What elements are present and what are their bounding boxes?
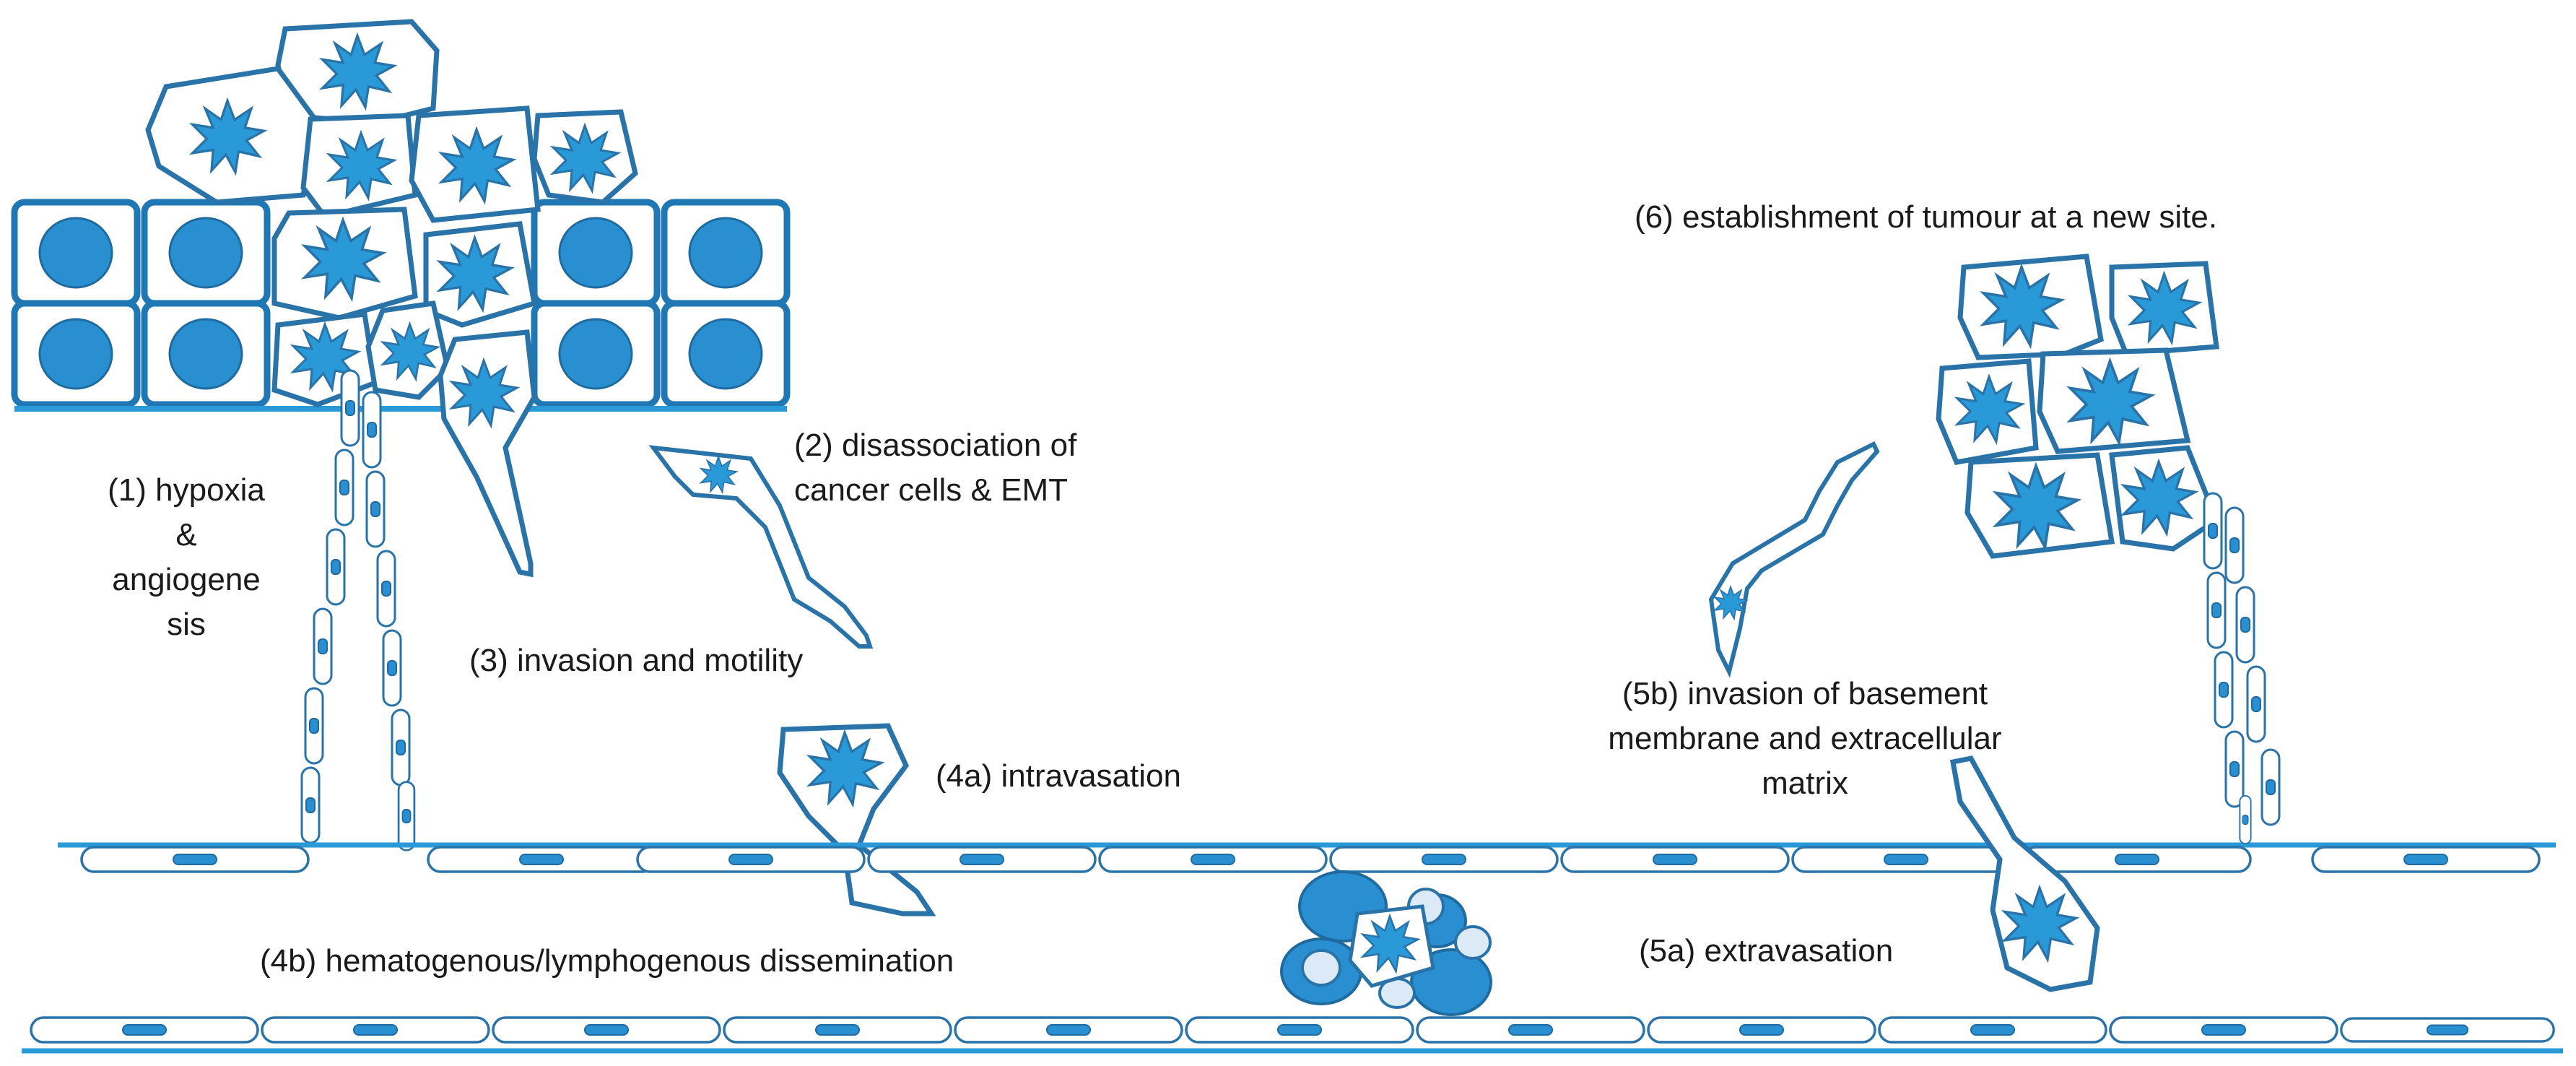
label-line: sis [167, 607, 206, 642]
label-line: angiogene [112, 562, 261, 597]
epithelial-cell-icon [661, 199, 791, 307]
cancer-cell-icon [145, 66, 321, 205]
cancer-cell-icon [271, 207, 418, 321]
label-line: (5b) invasion of basement [1622, 676, 1988, 711]
cancer-cell-icon [1949, 755, 2100, 992]
cancer-cell-icon [365, 300, 451, 400]
cancer-cell-icon [438, 329, 537, 578]
epithelial-cell-icon [531, 300, 661, 408]
label-hypoxia: (1) hypoxia & angiogene sis [78, 468, 295, 647]
circulating-cluster [1280, 870, 1492, 1016]
epithelial-cell-icon [11, 199, 141, 307]
angiogenic-capillaries [300, 369, 416, 852]
label-line: (2) disassociation of [794, 428, 1077, 463]
label-line: cancer cells & EMT [794, 472, 1068, 508]
epithelial-cell-icon [141, 300, 271, 408]
label-line: matrix [1762, 766, 1848, 801]
cancer-cell-icon [1957, 254, 2104, 360]
secondary-tumour [1936, 254, 2220, 559]
upper-vessel-wall [58, 842, 2556, 873]
cancer-cell-icon [1964, 452, 2115, 559]
cancer-cell-icon [1936, 358, 2039, 465]
label-disassociation: (2) disassociation of cancer cells & EMT [794, 423, 1126, 513]
epithelial-cell-icon [531, 199, 661, 307]
cancer-cell-icon [2109, 261, 2219, 357]
lower-vessel-wall [22, 1016, 2563, 1054]
label-line: & [175, 517, 197, 552]
cancer-cell-icon [777, 723, 936, 916]
label-line: membrane and extracellular [1608, 721, 2002, 756]
blood-cell-icon [1454, 925, 1492, 960]
blood-cell-icon [1301, 949, 1341, 987]
cancer-cell-icon [300, 113, 418, 220]
label-invasion-motility: (3) invasion and motility [469, 643, 804, 678]
label-line: (1) hypoxia [108, 472, 265, 508]
cancer-cell-icon [1708, 441, 1880, 678]
cancer-cell-icon [1348, 904, 1435, 988]
label-intravasation: (4a) intravasation [936, 758, 1181, 794]
cancer-cell-icon [2109, 445, 2220, 552]
label-dissemination: (4b) hematogenous/lymphogenous dissemina… [260, 943, 954, 979]
cancer-cell-icon [648, 445, 874, 649]
epithelial-cell-icon [11, 300, 141, 408]
cancer-cell-icon [423, 221, 538, 328]
label-invasion-basement-membrane: (5b) invasion of basement membrane and e… [1559, 672, 2050, 806]
secondary-capillaries [2203, 492, 2281, 845]
cancer-cell-icon [2037, 347, 2191, 454]
epithelial-cell-icon [141, 199, 271, 307]
cancer-cell-icon [531, 109, 638, 205]
cancer-cell-icon [409, 105, 541, 223]
primary-epithelium [11, 199, 791, 412]
primary-tumour [145, 19, 638, 578]
label-establishment: (6) establishment of tumour at a new sit… [1635, 199, 2218, 235]
cancer-cell-icon [271, 311, 378, 407]
label-extravasation: (5a) extravasation [1639, 933, 1894, 968]
epithelial-cell-icon [661, 300, 791, 408]
